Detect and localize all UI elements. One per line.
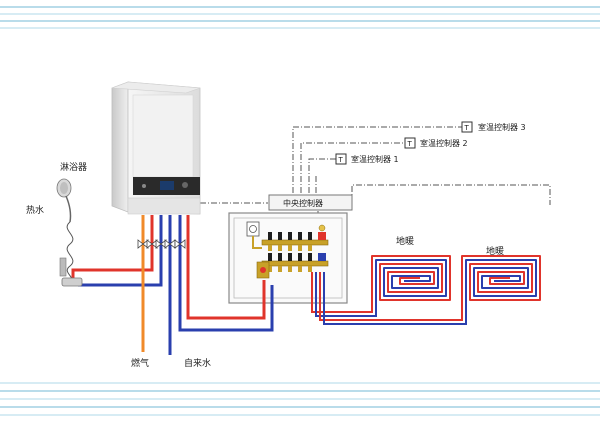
stripe-line: [0, 382, 600, 384]
central-controller: 中央控制器: [268, 194, 353, 211]
thermostat-icon: [335, 153, 347, 165]
valve-icon: [146, 239, 158, 249]
shower-mixer: [61, 277, 83, 287]
valve-row: [137, 239, 186, 249]
floor-heating-loop-1: 地暖: [371, 235, 451, 301]
stripe-line: [0, 390, 600, 392]
top-stripe-band: [0, 0, 600, 34]
stripe-line: [0, 20, 600, 22]
floor-heating-outlets: [311, 272, 467, 325]
thermostat-1-label: 室温控制器 1: [351, 154, 399, 164]
thermostat-2: T 室温控制器 2: [404, 137, 468, 149]
central-controller-label: 中央控制器: [283, 198, 323, 208]
thermostat-2-label: 室温控制器 2: [420, 138, 468, 148]
boiler-icon: [111, 81, 201, 215]
stripe-line: [0, 6, 600, 8]
shower-hose: [66, 221, 74, 283]
valve-icon: [174, 239, 186, 249]
shower-label: 淋浴器: [60, 161, 87, 173]
manifold-icon: [246, 221, 329, 279]
central-controller-box: [268, 194, 353, 211]
hot-water-label: 热水: [26, 204, 44, 216]
pipes-heating-supply: [178, 215, 274, 332]
thermostat-icon: [404, 137, 416, 149]
shower-head-icon: [56, 178, 72, 223]
boiler: [111, 81, 201, 215]
thermostat-1: T 室温控制器 1: [335, 153, 399, 165]
floor-heating-loop-2: 地暖: [461, 245, 541, 301]
stripe-line: [0, 13, 600, 15]
thermostat-icon-text: T: [464, 124, 470, 132]
shower: 淋浴器 热水: [26, 161, 87, 287]
thermostat-icon-text: T: [338, 156, 344, 164]
gas-label: 燃气: [131, 357, 149, 369]
thermostat-3: T 室温控制器 3: [461, 121, 526, 133]
valve-icon: [137, 239, 149, 249]
stripe-line: [0, 406, 600, 408]
thermostat-icon: [461, 121, 473, 133]
stripe-line: [0, 414, 600, 416]
thermostat-icon-text: T: [407, 140, 413, 148]
floor-heating-1-label: 地暖: [396, 235, 414, 247]
stripe-line: [0, 398, 600, 400]
tap-water-label: 自来水: [184, 357, 211, 369]
pipes-shower: [71, 215, 163, 287]
bottom-stripe-band: [0, 380, 600, 421]
valve-icon: [155, 239, 167, 249]
floor-heating-2-label: 地暖: [486, 245, 504, 257]
shower-rail: [59, 257, 67, 277]
control-lines: [200, 126, 551, 222]
thermostat-3-label: 室温控制器 3: [478, 122, 526, 132]
stripe-line: [0, 27, 600, 29]
